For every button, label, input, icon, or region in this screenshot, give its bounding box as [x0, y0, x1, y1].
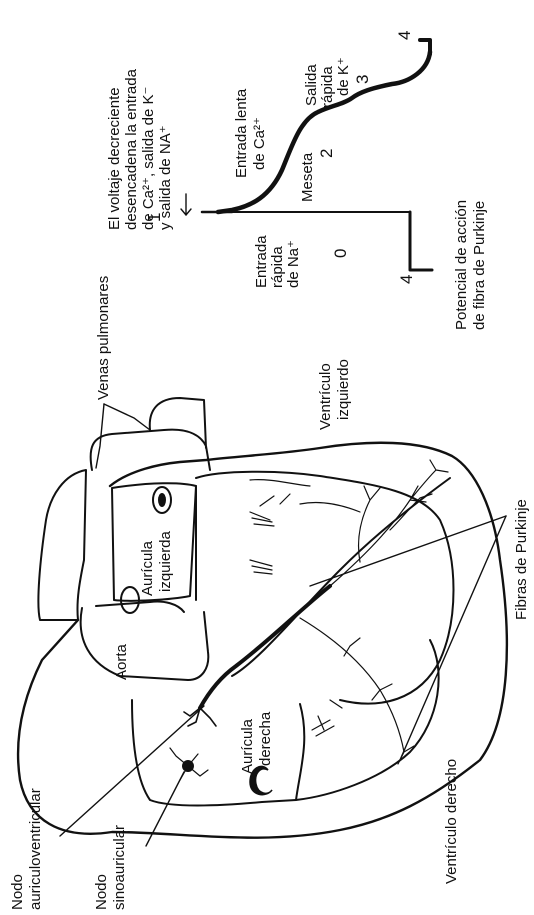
trigger-note-line1: El voltaje decreciente [106, 87, 123, 230]
leader-venas-2 [104, 404, 150, 430]
label-auricula-izquierda-1: Aurícula [139, 540, 156, 596]
heart-labels: Venas pulmonares Ventrículo izquierdo Au… [9, 276, 530, 910]
caption-line2: de fibra de Purkinje [471, 201, 488, 330]
phase2-desc-line1: Entrada lenta [233, 88, 250, 178]
phase4-bottom-number: 4 [397, 275, 416, 284]
label-aorta: Aorta [113, 643, 130, 680]
phase3-line1: Salida [303, 64, 320, 106]
purkinje-fibers-left [250, 460, 448, 586]
phase4-top-number: 4 [395, 31, 414, 40]
phase0-line2: rápida [269, 246, 286, 288]
phase1-number: 1 [145, 213, 164, 222]
trigger-note-line3: de Ca²⁺, salida de K⁻ [140, 87, 157, 230]
label-auricula-izquierda-2: izquierda [157, 530, 174, 592]
pulmonary-veins [38, 398, 210, 620]
heart-illustration [18, 398, 507, 838]
leader-purkinje-2 [400, 516, 506, 760]
label-fibras-purkinje: Fibras de Purkinje [513, 499, 530, 620]
label-nodo-sa-2: sinoauricular [111, 825, 128, 910]
label-ventriculo-izquierdo-2: izquierdo [335, 359, 352, 420]
trigger-arrow [181, 194, 191, 215]
label-auricula-derecha-1: Aurícula [239, 718, 256, 774]
label-auricula-derecha-2: derecha [257, 711, 274, 766]
leader-purkinje-1 [310, 516, 506, 586]
phase0-number: 0 [331, 249, 350, 258]
trigger-note-line2: desencadena la entrada [123, 68, 140, 230]
phase3-line2: rápida [319, 66, 336, 108]
phase3-line3: de K⁺ [335, 57, 352, 96]
label-nodo-sa-1: Nodo [93, 874, 110, 910]
papillary-muscles [250, 512, 334, 736]
phase2-number: 2 [317, 149, 336, 158]
caption-line1: Potencial de acción [453, 200, 470, 330]
av-node-branches [184, 708, 216, 726]
phase2-label: Meseta [299, 152, 316, 202]
label-nodo-av-2: auriculoventricular [27, 788, 44, 910]
phase0-line1: Entrada [253, 235, 270, 288]
phase0-depolarization [410, 212, 432, 270]
phase3-number: 3 [353, 75, 372, 84]
label-venas-pulmonares: Venas pulmonares [95, 276, 112, 400]
phase2-desc-line2: de Ca²⁺ [251, 117, 268, 170]
sa-node-fibers [170, 748, 208, 780]
phase0-line3: de Na⁺ [285, 240, 302, 288]
aorta [81, 601, 209, 680]
label-ventriculo-derecho: Ventrículo derecho [443, 759, 460, 884]
vein-opening-2-inner [158, 493, 166, 507]
purkinje-fibers-right [300, 618, 414, 764]
label-ventriculo-izquierdo-1: Ventrículo [317, 363, 334, 430]
action-potential-labels: El voltaje decreciente desencadena la en… [106, 31, 488, 330]
label-nodo-av-1: Nodo [9, 874, 26, 910]
heart-outline [18, 443, 507, 838]
av-node-bundle [200, 586, 330, 708]
